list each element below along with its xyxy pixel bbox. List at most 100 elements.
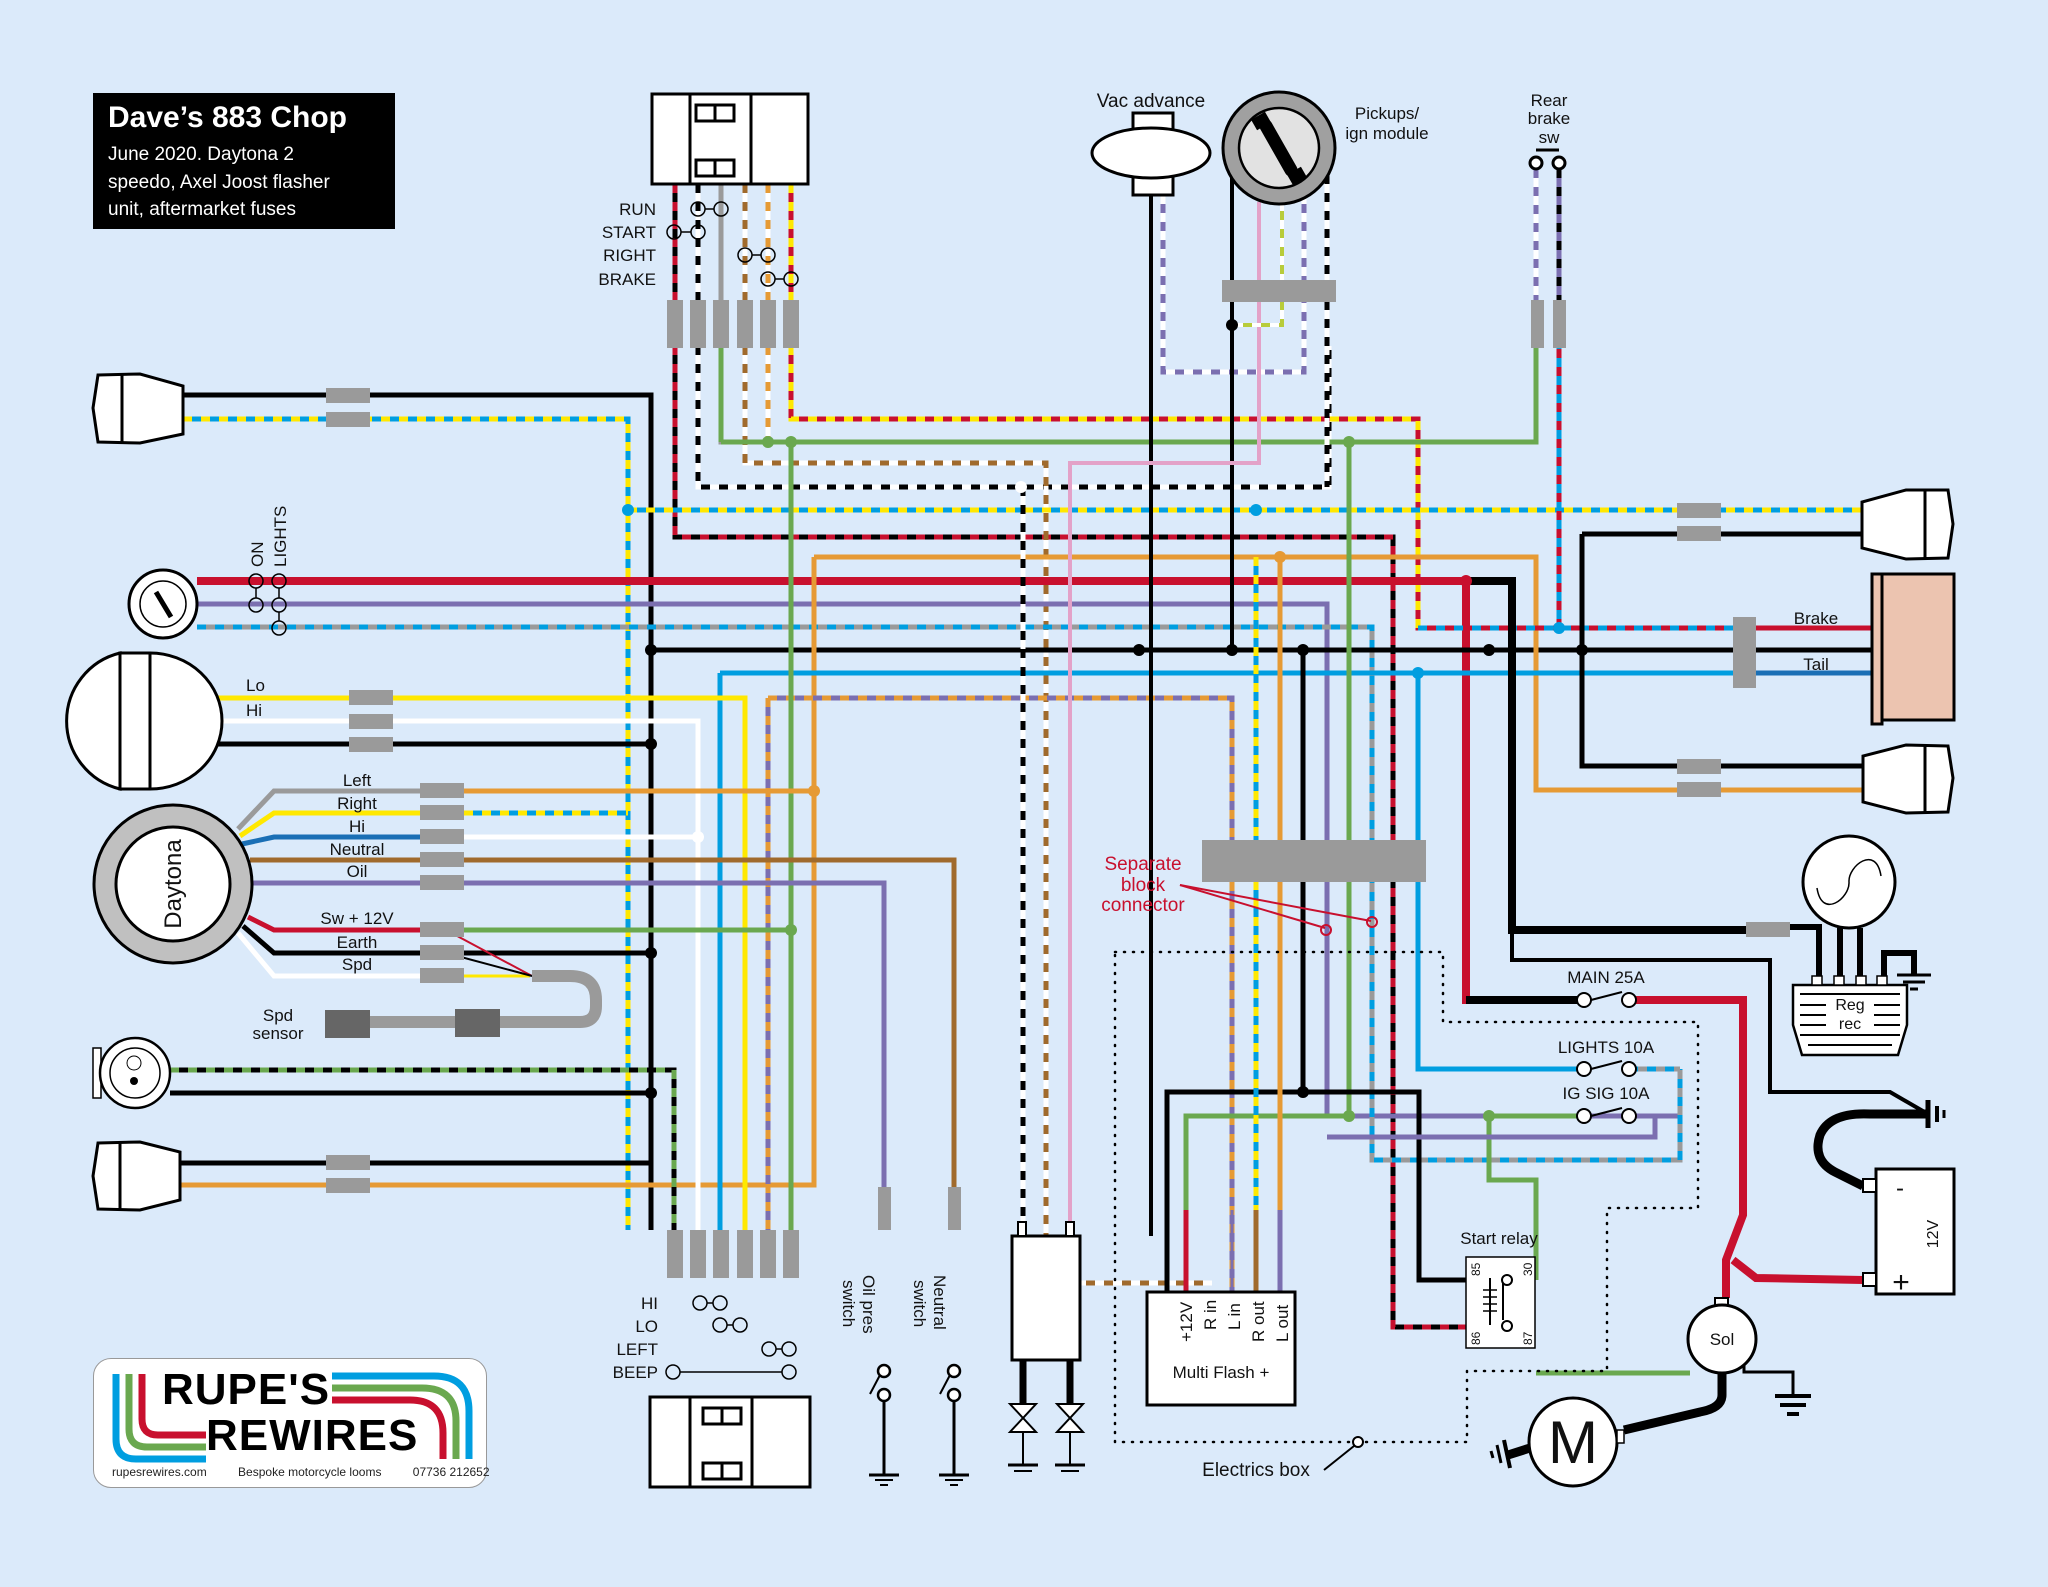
logo-website[interactable]: rupesrewires.com bbox=[112, 1465, 207, 1479]
inline-connector bbox=[1531, 300, 1544, 348]
flasher-name: Multi Flash + bbox=[1173, 1363, 1270, 1382]
switch-label-brake: BRAKE bbox=[598, 270, 656, 289]
speedo-label: Daytona bbox=[160, 839, 187, 929]
wire-left-p-o-h-tracer bbox=[768, 695, 1235, 1292]
wire-green-flasher bbox=[1183, 442, 1352, 1230]
junction-dot bbox=[785, 924, 797, 936]
flasher-unit bbox=[1145, 1290, 1297, 1407]
wire-speedo-right bbox=[238, 810, 420, 839]
ignition-coil bbox=[1007, 1221, 1086, 1472]
inline-connector bbox=[420, 922, 464, 937]
ignition-key-switch bbox=[127, 568, 199, 640]
switch-label-right: RIGHT bbox=[603, 246, 656, 265]
ignition-pickup bbox=[1221, 90, 1337, 206]
junction-dot bbox=[1343, 1110, 1355, 1122]
wire-green-run bbox=[721, 327, 1539, 445]
bottom-switch-contacts bbox=[665, 1295, 797, 1380]
wire-oil-purple bbox=[446, 880, 887, 1187]
switch-label-run: RUN bbox=[619, 200, 656, 219]
electrics-box-outline bbox=[1113, 950, 1700, 1444]
speedo-wire-hi: Hi bbox=[349, 817, 365, 836]
inline-connector bbox=[349, 690, 393, 705]
reg-rec-label-2: rec bbox=[1839, 1016, 1861, 1033]
speedo-wire-sw12v: Sw + 12V bbox=[320, 909, 394, 928]
inline-connectors bbox=[326, 300, 1790, 1278]
inline-connector bbox=[713, 300, 729, 348]
indicator-right-bottom bbox=[1861, 743, 1955, 815]
speedo-wire-earth: Earth bbox=[337, 933, 378, 952]
inline-connector bbox=[1677, 759, 1721, 774]
junction-dot bbox=[692, 831, 704, 843]
spd-sensor-label-1: Spd bbox=[263, 1006, 293, 1025]
ignition-connector bbox=[1222, 280, 1336, 302]
fuse-contact bbox=[1621, 1061, 1637, 1077]
junction-dots bbox=[622, 319, 1588, 1122]
wire-relay-85 bbox=[1303, 1089, 1466, 1283]
logo-tagline: Bespoke motorcycle looms bbox=[238, 1465, 382, 1479]
wire-lo bbox=[199, 695, 748, 1230]
wire-grey bbox=[718, 184, 1539, 445]
inline-connector bbox=[1677, 526, 1721, 541]
wire-pink bbox=[1068, 202, 1261, 1222]
wire-speedo-12v bbox=[246, 914, 420, 933]
spd-sensor-connector bbox=[455, 1009, 500, 1037]
ground-symbol-frame bbox=[1925, 1100, 1946, 1128]
flasher-pin-l-out: L out bbox=[1273, 1305, 1292, 1342]
switch-label-beep: BEEP bbox=[613, 1363, 658, 1382]
fuse-main-label: MAIN 25A bbox=[1567, 968, 1645, 987]
switch-label-lo: LO bbox=[635, 1317, 658, 1336]
logo-footer: rupesrewires.com Bespoke motorcycle loom… bbox=[112, 1465, 518, 1479]
vac-advance-label: Vac advance bbox=[1097, 91, 1205, 112]
inline-connector bbox=[878, 1187, 891, 1230]
wire-lime-tracer bbox=[1232, 202, 1284, 327]
inline-connector bbox=[420, 852, 464, 867]
tail-light-brake-label: Brake bbox=[1794, 609, 1838, 628]
junction-dot bbox=[808, 785, 820, 797]
fuses bbox=[1576, 991, 1637, 1124]
wire-main-out bbox=[1629, 996, 1747, 1298]
speedo-wire-neutral: Neutral bbox=[330, 840, 385, 859]
fuse-link bbox=[1590, 991, 1623, 1001]
junction-dot bbox=[1460, 575, 1472, 587]
flasher-pin-r-out: R out bbox=[1249, 1301, 1268, 1342]
headlight bbox=[65, 651, 224, 791]
inline-connector bbox=[760, 300, 776, 348]
junction-dot bbox=[1343, 436, 1355, 448]
switch-label-start: START bbox=[602, 223, 656, 242]
inline-connector bbox=[1553, 300, 1566, 348]
junction-dot bbox=[1297, 644, 1309, 656]
top-handlebar-switch bbox=[650, 92, 810, 186]
annotation-line-3: connector bbox=[1101, 895, 1185, 916]
inline-connector bbox=[420, 875, 464, 890]
inline-connector bbox=[420, 968, 464, 983]
tail-light bbox=[1870, 572, 1956, 726]
diagram-subtitle-3: unit, aftermarket fuses bbox=[108, 199, 296, 220]
start-relay-label: Start relay bbox=[1460, 1229, 1538, 1248]
inline-connector bbox=[713, 1230, 729, 1278]
wire-frame-earth bbox=[1510, 930, 1930, 1116]
inline-connector bbox=[690, 300, 706, 348]
speedo-wire-left: Left bbox=[343, 771, 372, 790]
inline-connector bbox=[690, 1230, 706, 1278]
inline-connector bbox=[326, 388, 370, 403]
bottom-handlebar-switch bbox=[648, 1395, 812, 1489]
fuse-link bbox=[1590, 1107, 1623, 1117]
wire-igsig-out bbox=[1327, 1113, 1658, 1140]
wire-motor bbox=[1622, 1373, 1727, 1435]
speedo-wire-right: Right bbox=[337, 794, 377, 813]
spd-sensor-cable bbox=[500, 970, 602, 1028]
key-position-lights: LIGHTS bbox=[271, 506, 290, 567]
junction-dot bbox=[762, 436, 774, 448]
inline-connector bbox=[349, 737, 393, 752]
alternator bbox=[1789, 834, 1931, 991]
fuse-contact bbox=[1576, 992, 1592, 1008]
wire-start-bk-r-tracer bbox=[672, 184, 1466, 1330]
fuse-link bbox=[1590, 1060, 1623, 1070]
speedo-wire-spd: Spd bbox=[342, 955, 372, 974]
wire-speedo-left bbox=[236, 788, 420, 831]
wire-battery-neg bbox=[1813, 1109, 1928, 1191]
start-relay bbox=[1465, 1256, 1536, 1349]
inline-connector bbox=[326, 1178, 370, 1193]
wire-right-tracer bbox=[742, 184, 1212, 1286]
